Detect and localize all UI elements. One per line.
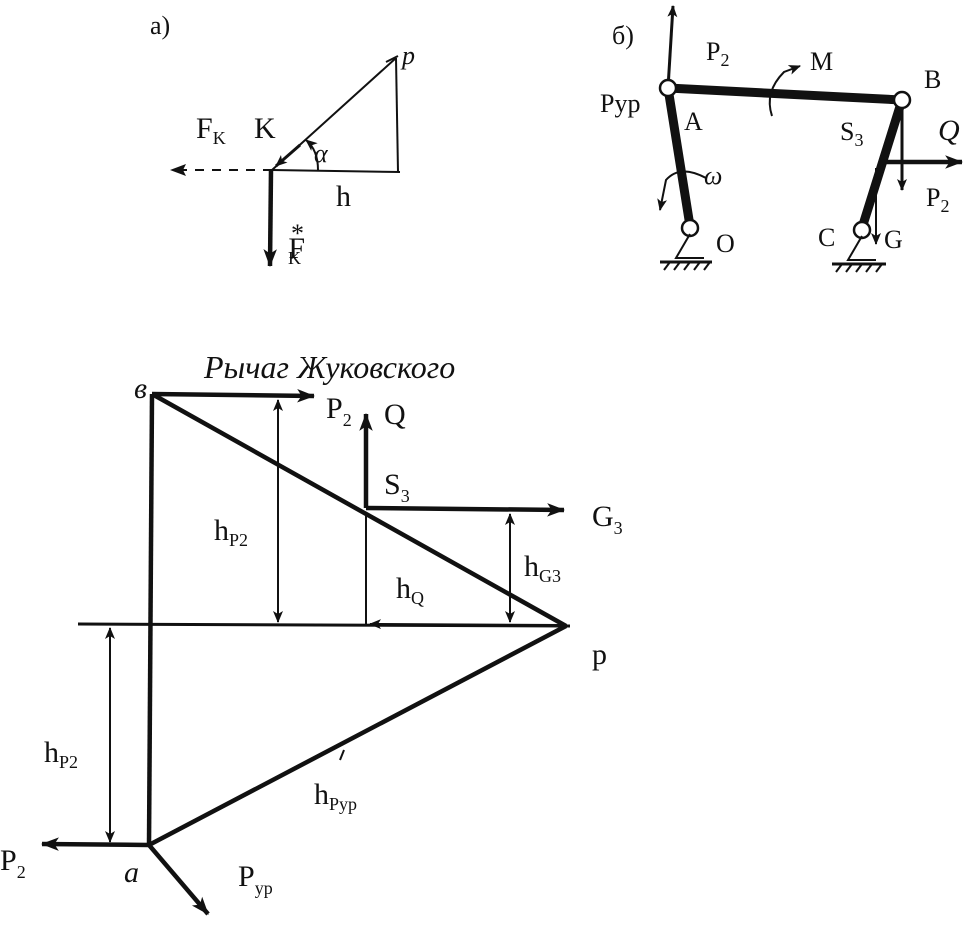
pur-arrow [147, 843, 210, 916]
label-hp2-upper: hP2 [214, 514, 248, 550]
diagram-a: а) p FK K α h F*K [150, 11, 415, 268]
label-hq: hQ [396, 572, 424, 608]
label-s3: S3 [384, 468, 410, 506]
p2-top-arrow [151, 389, 316, 403]
moment-m-arc [768, 65, 801, 117]
label-p2-top: P2 [706, 37, 729, 70]
label-fk-star: F*K [288, 219, 305, 268]
label-c: C [818, 223, 835, 252]
omega-arc [657, 170, 707, 211]
lever-base-line [77, 622, 571, 628]
label-omega: ω [704, 161, 722, 190]
diagram-a-point-p: p [400, 41, 415, 70]
label-hpur: hPур [314, 778, 357, 814]
p2-up-arrow [666, 5, 678, 89]
label-p2-left: P2 [0, 844, 26, 882]
fk-arrow-head [170, 164, 186, 176]
p2-left-arrow [40, 837, 150, 851]
support-c [832, 220, 886, 273]
lever-line-ap [147, 624, 568, 847]
label-b: B [924, 65, 941, 94]
label-p2-top: P2 [326, 392, 352, 430]
label-a: A [684, 107, 703, 136]
diagram-b: б) P2 [600, 5, 964, 273]
lever-line-ab [146, 393, 155, 846]
label-q: Q [384, 398, 406, 431]
label-o: O [716, 229, 735, 258]
hpur-tick [339, 749, 345, 761]
label-k: K [254, 112, 276, 145]
diagram-b-panel-label: б) [612, 21, 634, 50]
hq-dimension [369, 619, 563, 630]
label-pur: Pур [600, 89, 640, 118]
label-fk: FK [196, 112, 226, 148]
label-pur: Pур [238, 860, 273, 898]
zhukovsky-lever: Рычаг Жуковского в а p P2 Q S3 G3 hP2 hQ [0, 349, 623, 916]
label-g: G [884, 225, 903, 254]
triangle-vertical-side [395, 57, 399, 173]
diagram-a-panel-label: а) [150, 11, 170, 40]
joint-a [658, 78, 678, 98]
point-p: p [592, 638, 607, 671]
point-b: в [134, 372, 147, 405]
point-a: а [124, 856, 139, 889]
label-g3: G3 [592, 500, 623, 538]
k-arrow [275, 143, 301, 168]
alpha-arc [305, 139, 319, 171]
triangle-tip-mark [385, 55, 399, 63]
fk-star-arrow [263, 169, 277, 268]
label-m: M [810, 47, 833, 76]
support-o [660, 218, 712, 271]
label-alpha: α [314, 139, 329, 168]
joint-b [892, 90, 912, 110]
lever-title: Рычаг Жуковского [203, 349, 455, 385]
link-oa [663, 83, 695, 231]
lever-line-bp [150, 392, 568, 628]
link-ab [663, 83, 907, 105]
g3-arrow [365, 503, 566, 517]
label-s3: S3 [840, 117, 863, 150]
label-hp2-lower: hP2 [44, 736, 78, 772]
h-base-line [271, 169, 401, 173]
label-h: h [336, 180, 351, 213]
label-p2-right: P2 [926, 183, 949, 216]
label-hg3: hG3 [524, 550, 561, 586]
label-q: Q [938, 114, 960, 147]
